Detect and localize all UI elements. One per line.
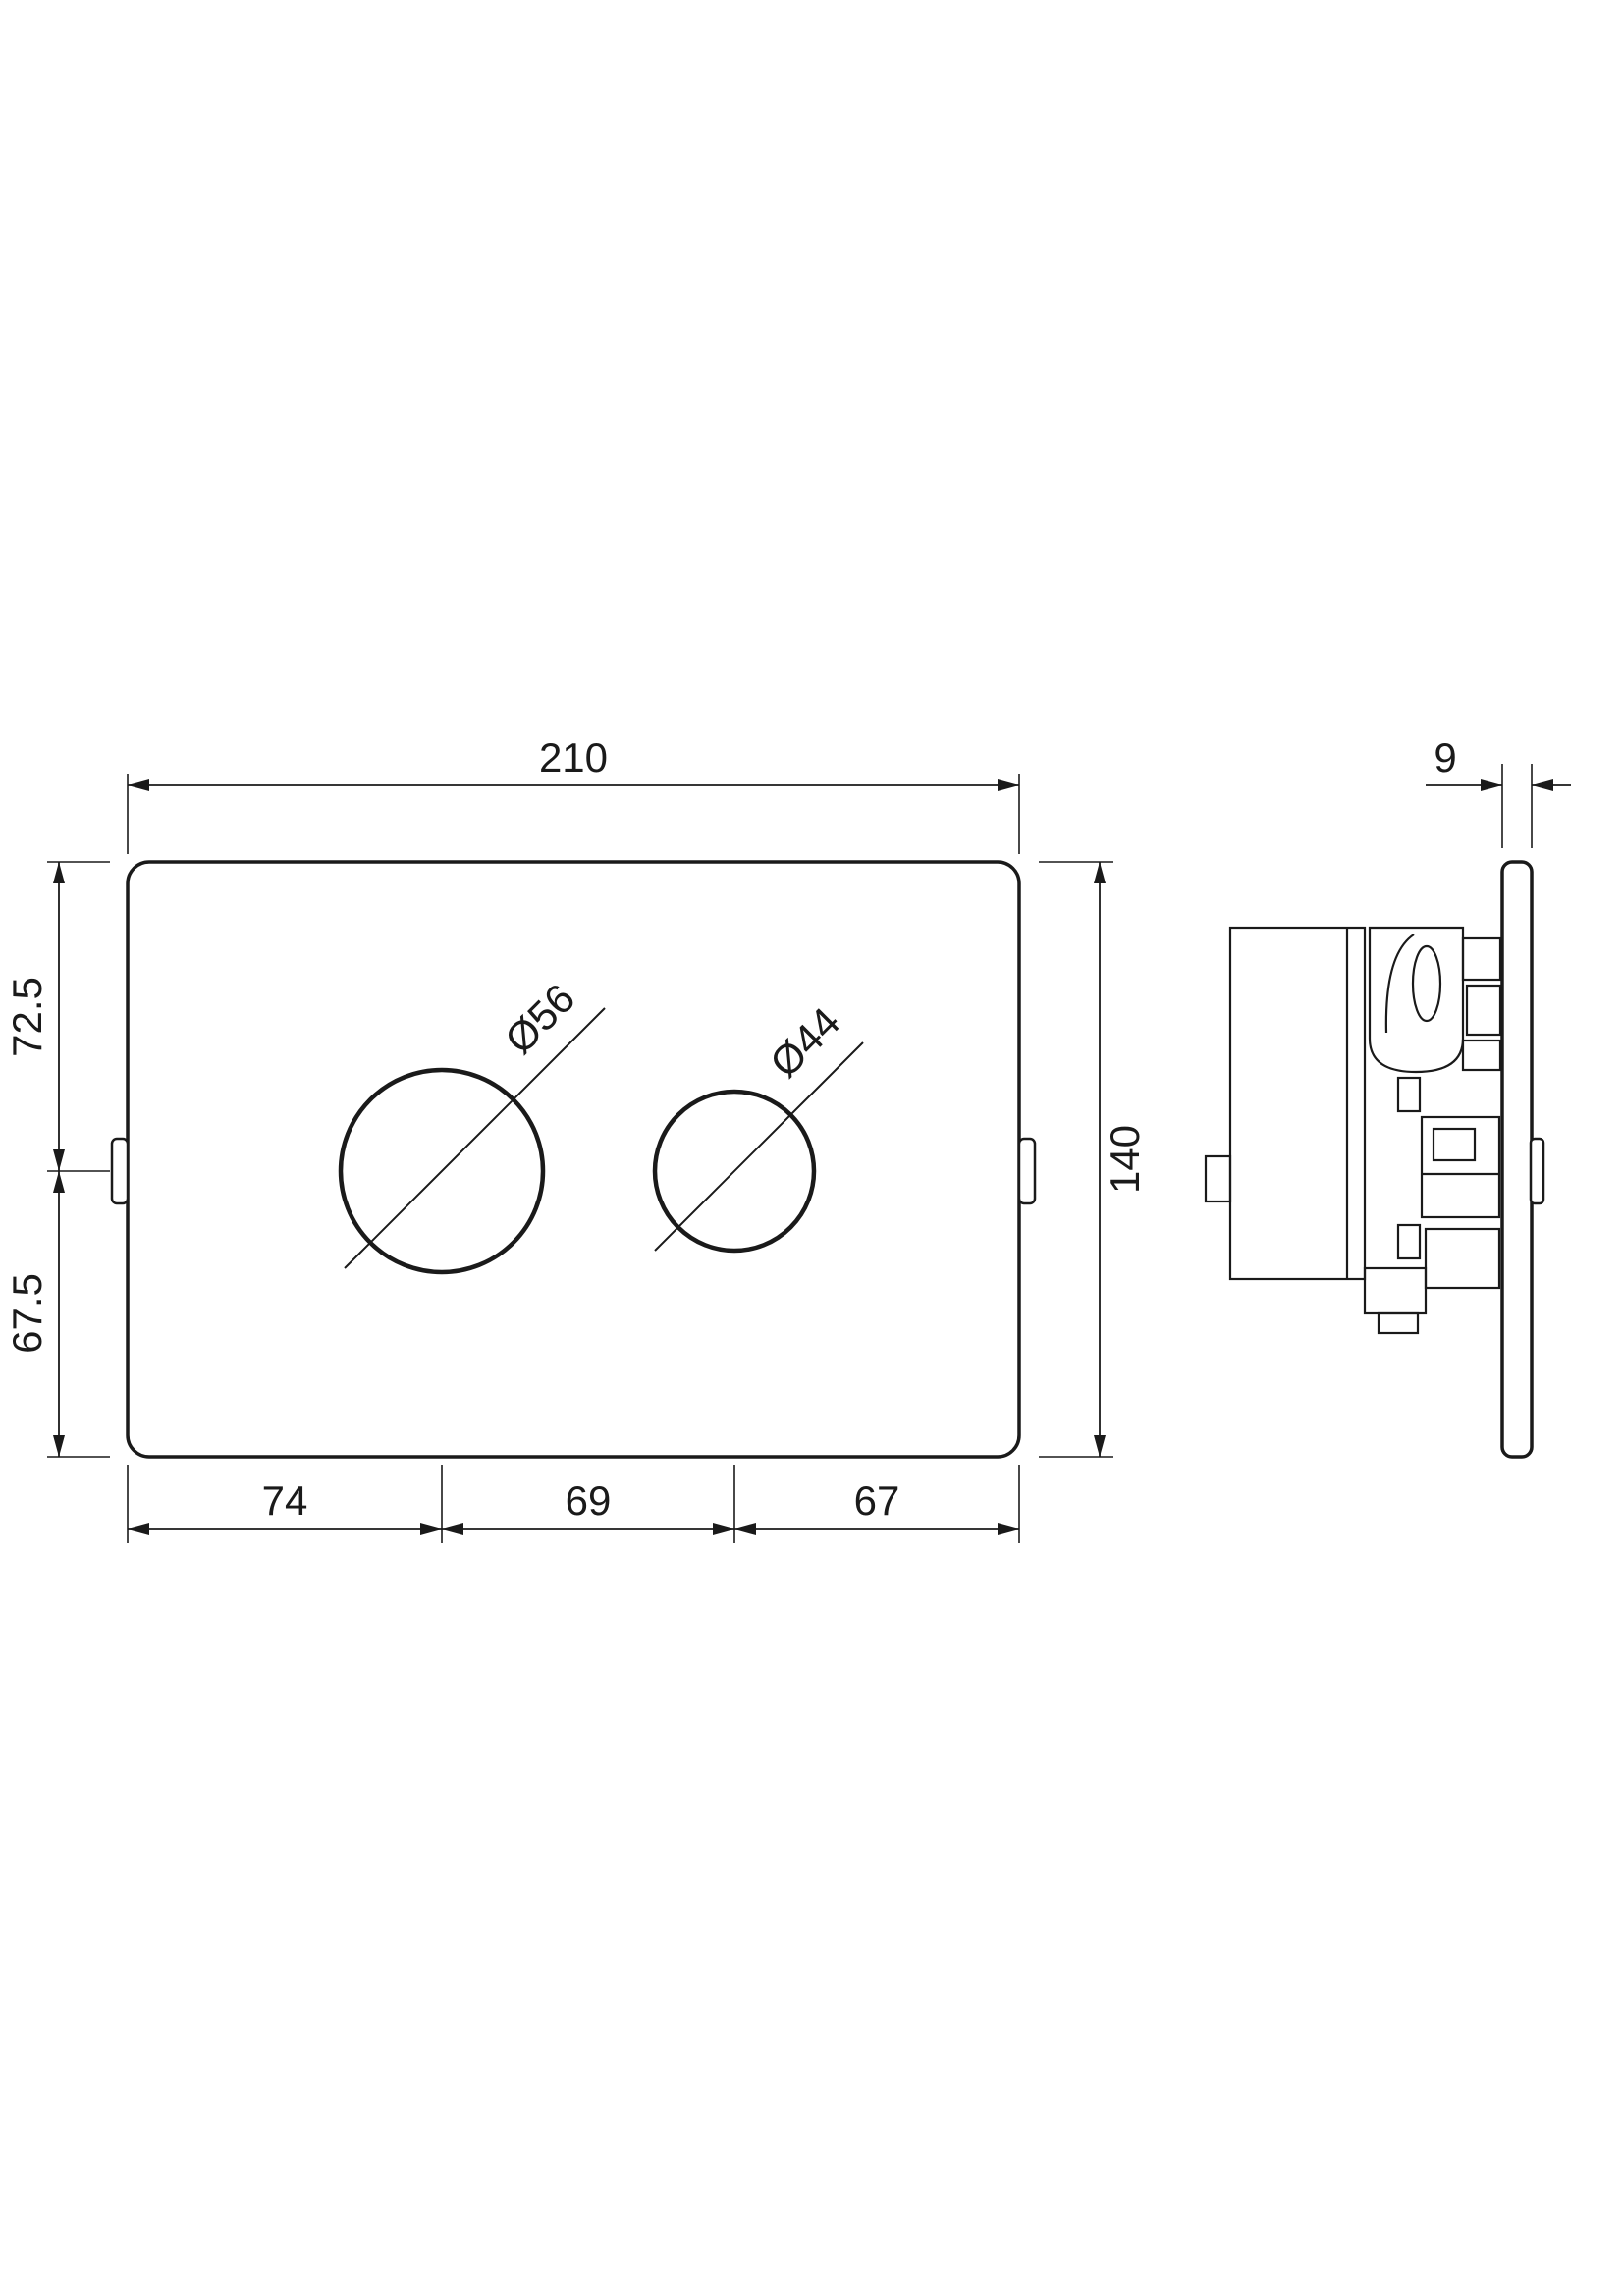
- side-view-mechanism: [1204, 926, 1502, 1335]
- right-mounting-tab: [1017, 1137, 1037, 1205]
- dim-arrow: [1532, 779, 1553, 791]
- dimension-bottom-seg2-label: 69: [566, 1477, 612, 1523]
- dim-arrow: [53, 1149, 65, 1171]
- mechanism-housing: [1228, 926, 1367, 1281]
- mechanism-part: [1363, 1266, 1428, 1315]
- mechanism-latch: [1396, 1076, 1422, 1113]
- small-flush-button: [652, 1089, 817, 1254]
- mechanism-cartridge: [1368, 926, 1465, 1074]
- mechanism-part: [1420, 1115, 1501, 1219]
- mechanism-left-clip: [1204, 1154, 1232, 1203]
- large-flush-button: [338, 1067, 546, 1275]
- flush-plate-front-outline: [126, 860, 1021, 1459]
- mechanism-latch: [1396, 1223, 1422, 1260]
- dim-arrow: [53, 862, 65, 883]
- dim-arrow: [1094, 1435, 1106, 1457]
- dim-arrow: [998, 779, 1019, 791]
- dimension-lower-left-label: 67.5: [4, 1273, 50, 1354]
- dim-arrow: [1481, 779, 1502, 791]
- dim-arrow: [734, 1523, 756, 1535]
- mechanism-part: [1432, 1127, 1477, 1162]
- mechanism-part: [1384, 934, 1415, 1034]
- mechanism-part: [1461, 1039, 1502, 1072]
- mechanism-part: [1461, 936, 1502, 982]
- large-button-diameter-leader: [344, 1007, 606, 1269]
- dimension-bottom-seg3-label: 67: [854, 1477, 900, 1523]
- side-mounting-tab: [1529, 1137, 1545, 1205]
- side-view: [1204, 860, 1545, 1459]
- dim-arrow: [128, 1523, 149, 1535]
- mechanism-part: [1424, 1227, 1501, 1290]
- dim-arrow: [442, 1523, 463, 1535]
- dim-arrow: [998, 1523, 1019, 1535]
- front-view: Ø56 Ø44: [110, 860, 1037, 1459]
- mechanism-part: [1411, 944, 1442, 1023]
- dim-arrow: [53, 1435, 65, 1457]
- left-mounting-tab: [110, 1137, 130, 1205]
- front-view-dimensions: 210 72.5 67.5 140 74 69 67: [4, 734, 1148, 1543]
- dimension-height-label: 140: [1102, 1125, 1148, 1194]
- dim-arrow: [1094, 862, 1106, 883]
- mechanism-foot: [1377, 1311, 1420, 1335]
- dimension-bottom-seg1-label: 74: [262, 1477, 308, 1523]
- dimension-upper-left-label: 72.5: [4, 977, 50, 1057]
- side-view-dimensions: 9: [1426, 734, 1571, 848]
- dim-arrow: [53, 1171, 65, 1193]
- dim-arrow: [128, 779, 149, 791]
- dimension-width-label: 210: [539, 734, 608, 780]
- dimension-thickness-label: 9: [1434, 734, 1456, 780]
- dim-arrow: [713, 1523, 734, 1535]
- mechanism-part: [1465, 984, 1502, 1037]
- dim-arrow: [420, 1523, 442, 1535]
- flush-plate-side-outline: [1500, 860, 1534, 1459]
- small-button-diameter-leader: [654, 1041, 864, 1252]
